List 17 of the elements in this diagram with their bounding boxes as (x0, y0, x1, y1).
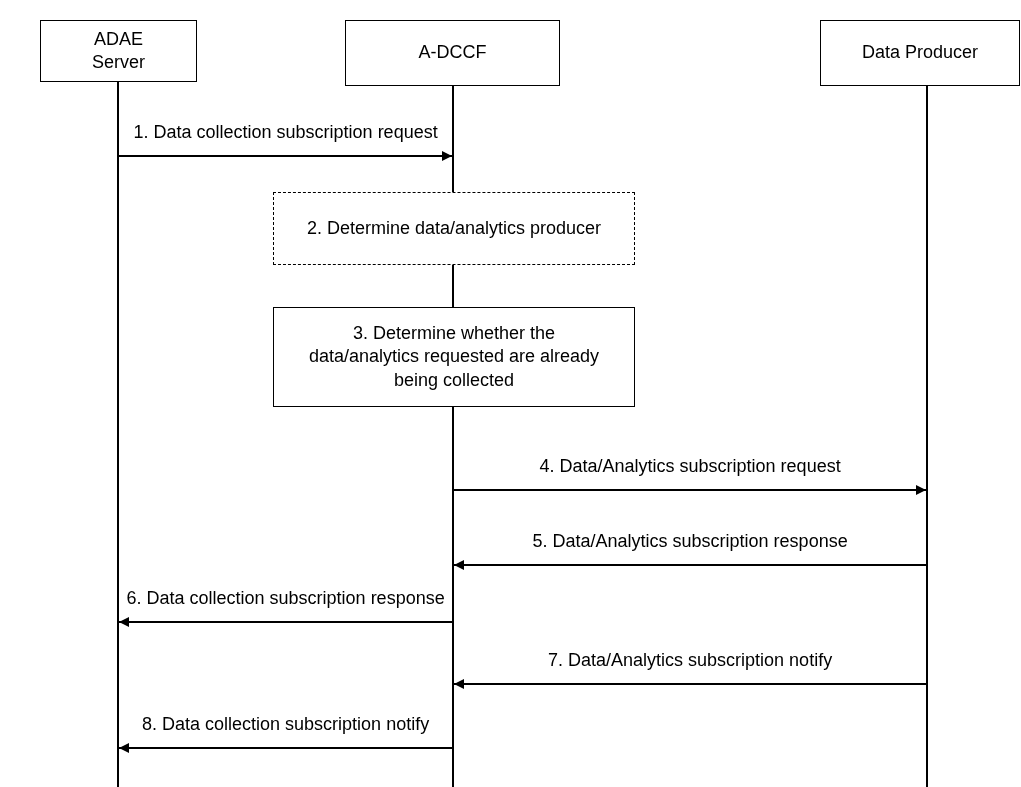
message-arrow (118, 617, 453, 627)
message-label: 8. Data collection subscription notify (140, 714, 432, 735)
message-arrow (118, 743, 453, 753)
participant-box: Data Producer (820, 20, 1020, 86)
message-arrow (118, 151, 453, 161)
message-arrow (453, 560, 927, 570)
message-arrow (453, 679, 927, 689)
message-label: 5. Data/Analytics subscription response (530, 531, 850, 552)
participant-box: ADAE Server (40, 20, 197, 82)
message-label: 7. Data/Analytics subscription notify (546, 650, 835, 671)
message-label: 6. Data collection subscription response (124, 588, 447, 609)
process-box: 3. Determine whether the data/analytics requested are already being collected (273, 307, 635, 407)
optional-step-box: 2. Determine data/analytics producer (273, 192, 635, 265)
message-arrow (453, 485, 927, 495)
message-label: 4. Data/Analytics subscription request (537, 456, 843, 477)
participant-box: A-DCCF (345, 20, 560, 86)
message-label: 1. Data collection subscription request (131, 122, 440, 143)
